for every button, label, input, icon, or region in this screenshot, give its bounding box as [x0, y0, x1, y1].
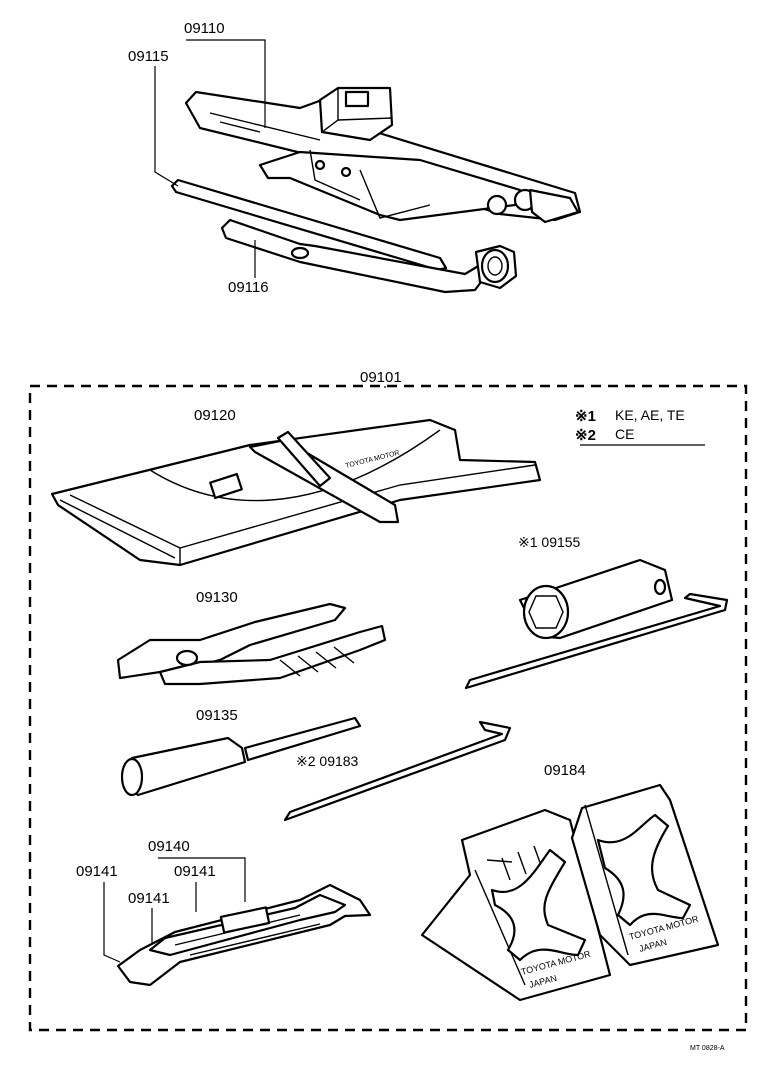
wheel-chock-left: TOYOTA MOTOR JAPAN — [420, 808, 612, 1002]
leader-09141-a — [103, 882, 121, 963]
wheel-nut-wrench — [220, 218, 518, 294]
label-09120: 09120 — [194, 407, 236, 424]
label-09140: 09140 — [148, 838, 190, 855]
jack-handle — [170, 178, 448, 272]
leader-09140 — [158, 857, 246, 902]
label-09141-b: 09141 — [174, 863, 216, 880]
label-09115: 09115 — [128, 48, 169, 65]
label-09135: 09135 — [196, 707, 238, 724]
hub-wrench-bar — [283, 720, 512, 822]
scissor-jack — [184, 86, 582, 224]
label-09141-c: 09141 — [128, 890, 170, 907]
pliers — [116, 602, 387, 686]
label-09101: 09101 — [360, 369, 402, 386]
label-09116: 09116 — [228, 279, 269, 296]
legend-text-1: KE, AE, TE — [615, 407, 685, 423]
legend-text-2: CE — [615, 426, 634, 442]
label-09141-a: 09141 — [76, 863, 118, 880]
label-09184: 09184 — [544, 762, 586, 779]
wheel-chock-right: TOYOTA MOTOR JAPAN — [570, 783, 720, 967]
legend-mark-1: ※1 — [575, 408, 596, 425]
label-09183: ※2 09183 — [296, 753, 359, 769]
label-09155: ※1 09155 — [518, 534, 581, 550]
label-09110: 09110 — [184, 20, 225, 37]
wrench-set — [116, 883, 372, 987]
figure-code: MT 0828-A — [690, 1045, 725, 1052]
tool-set-boundary — [28, 384, 748, 1032]
hub-nut-wrench — [464, 558, 729, 690]
label-09130: 09130 — [196, 589, 238, 606]
tool-bag: TOYOTA MOTOR — [50, 418, 542, 567]
leader-09110 — [186, 39, 266, 128]
leader-09115 — [154, 66, 179, 187]
screwdriver — [120, 716, 362, 797]
legend-mark-2: ※2 — [575, 427, 596, 444]
legend: ※1 KE, AE, TE ※2 CE — [575, 407, 705, 446]
